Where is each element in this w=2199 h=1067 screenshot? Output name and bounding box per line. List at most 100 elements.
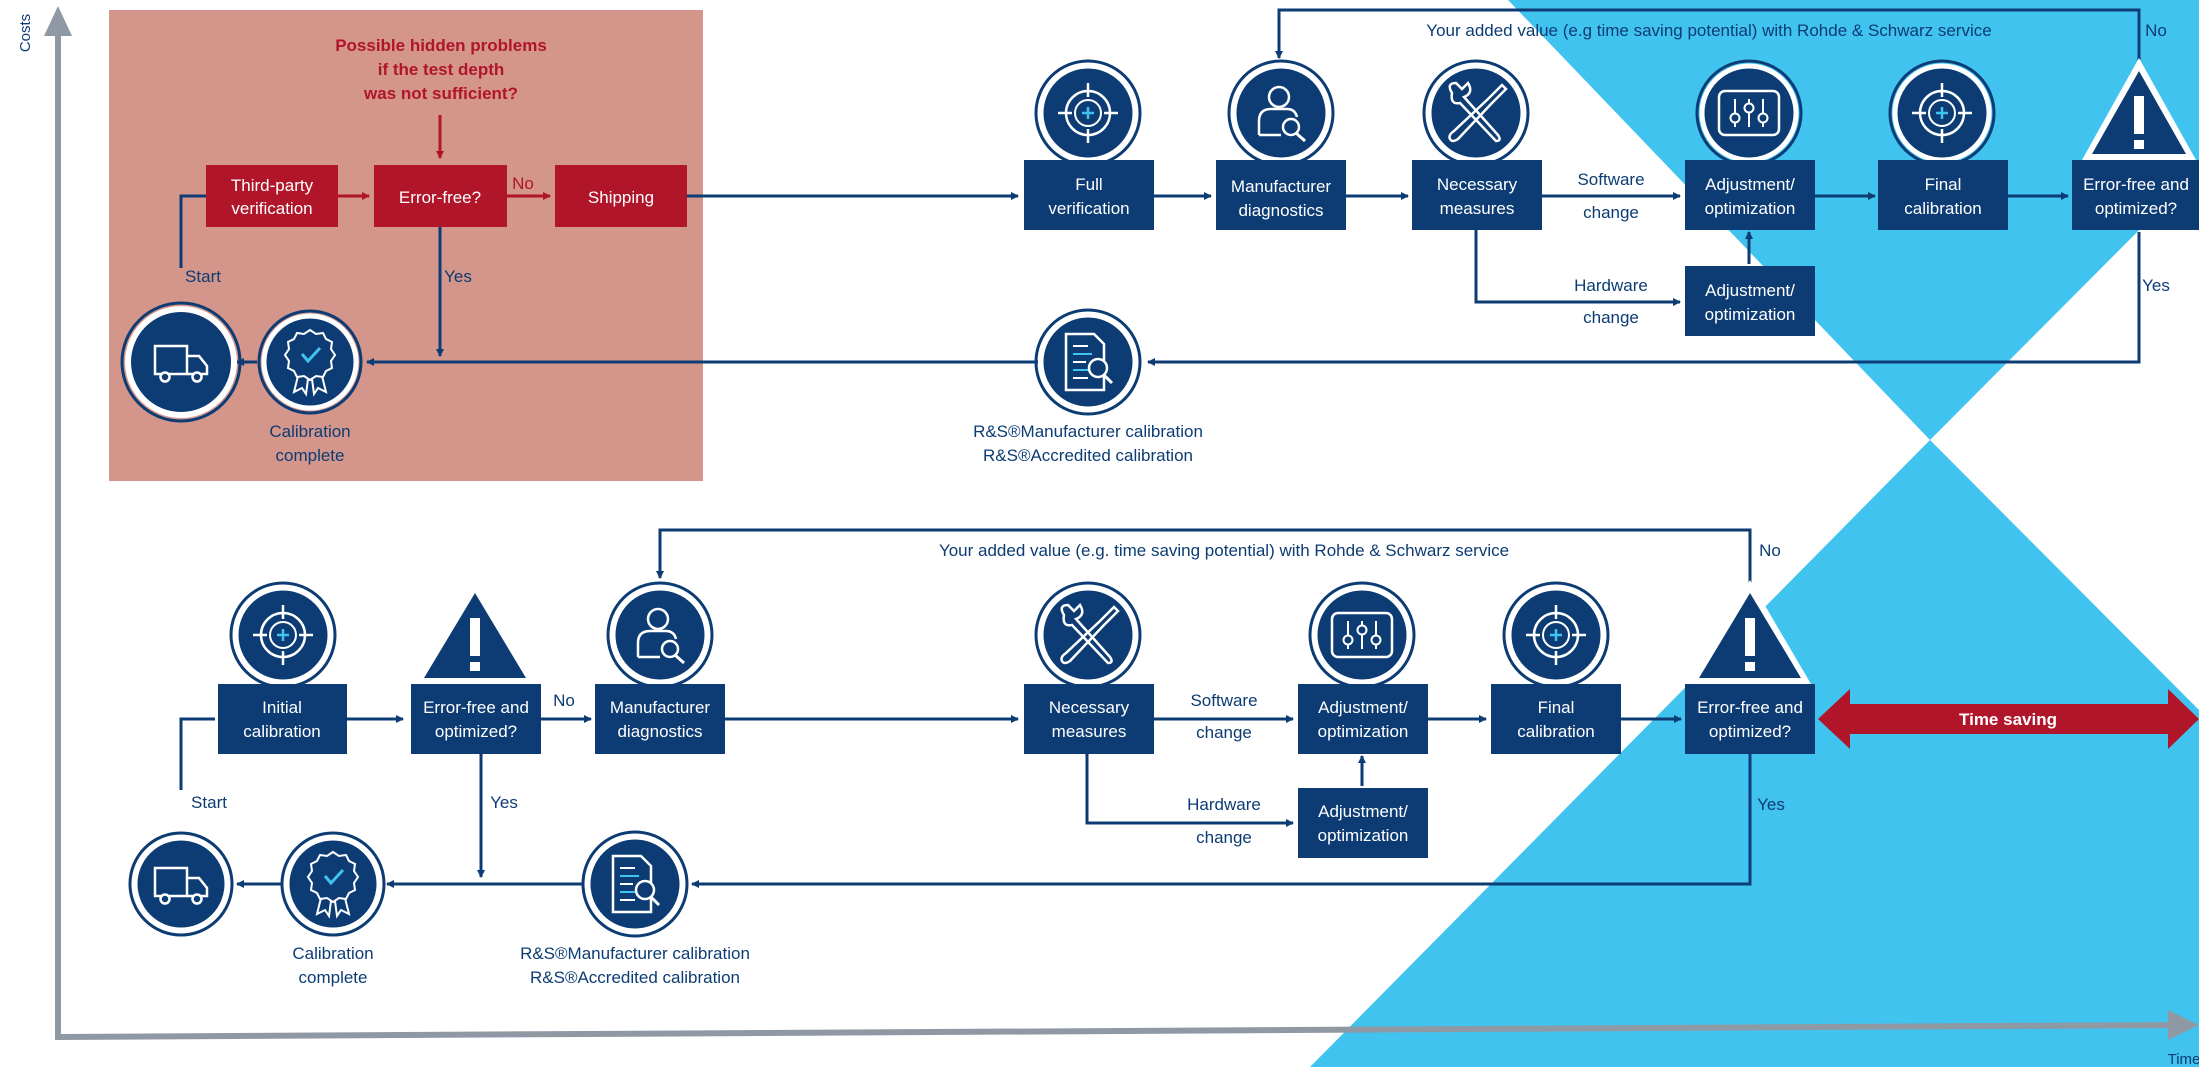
svg-text:Error-free?: Error-free? xyxy=(399,188,481,207)
top-loop-no-label: No xyxy=(2145,21,2167,40)
bottom-rs-calibration-label-2: R&S®Accredited calibration xyxy=(530,968,740,987)
top-software-change-label-2: change xyxy=(1583,203,1639,222)
svg-text:measures: measures xyxy=(1440,199,1515,218)
top-rs-calibration-icon-circle xyxy=(1034,308,1142,416)
svg-text:optimized?: optimized? xyxy=(2095,199,2177,218)
top-hardware-change-label-2: change xyxy=(1583,308,1639,327)
svg-text:Adjustment/: Adjustment/ xyxy=(1705,281,1795,300)
shipping-box: Shipping xyxy=(555,165,687,227)
bottom-calibration-complete-label-2: complete xyxy=(299,968,368,987)
svg-text:optimized?: optimized? xyxy=(435,722,517,741)
svg-text:calibration: calibration xyxy=(1904,199,1982,218)
svg-text:optimization: optimization xyxy=(1705,305,1796,324)
bottom-manufacturer-diagnostics-icon-circle xyxy=(606,581,714,689)
bottom-rs-calibration-label: R&S®Manufacturer calibration xyxy=(520,944,750,963)
bottom-manufacturer-diagnostics-box: Manufacturer diagnostics xyxy=(595,684,725,754)
svg-text:Shipping: Shipping xyxy=(588,188,654,207)
bottom-start-label: Start xyxy=(191,793,227,812)
x-axis-label: Time xyxy=(2168,1051,2199,1067)
bottom-hardware-change-label-2: change xyxy=(1196,828,1252,847)
bottom-error-free-optimized-box-1: Error-free and optimized? xyxy=(411,684,541,754)
svg-text:optimization: optimization xyxy=(1318,722,1409,741)
svg-text:optimization: optimization xyxy=(1705,199,1796,218)
initial-calibration-box: Initial calibration xyxy=(218,684,347,754)
top-adjustment-icon-circle xyxy=(1695,59,1803,167)
top-final-calibration-icon-circle xyxy=(1888,59,1996,167)
bottom-connectors xyxy=(179,528,1752,888)
top-necessary-measures-box: Necessary measures xyxy=(1412,160,1542,230)
bottom-necessary-measures-box: Necessary measures xyxy=(1024,684,1154,754)
top-calibration-complete-circle xyxy=(257,309,363,415)
top-error-free-optimized-box: Error-free and optimized? xyxy=(2072,160,2199,230)
svg-text:calibration: calibration xyxy=(243,722,321,741)
full-verification-box: Full verification xyxy=(1024,160,1154,230)
top-yes-label: Yes xyxy=(444,267,472,286)
bottom-loop-no-label: No xyxy=(1759,541,1781,560)
bottom-adjustment-box: Adjustment/ optimization xyxy=(1298,684,1428,754)
full-verification-icon-circle xyxy=(1034,59,1142,167)
bottom-software-change-label: Software xyxy=(1190,691,1257,710)
time-saving-chevron xyxy=(1310,0,2199,1067)
third-party-verification-box: Third-party verification xyxy=(206,165,338,227)
bottom-hardware-change-label: Hardware xyxy=(1187,795,1261,814)
svg-text:Final: Final xyxy=(1538,698,1575,717)
initial-calibration-icon-circle xyxy=(229,581,337,689)
top-software-change-label: Software xyxy=(1577,170,1644,189)
svg-text:optimized?: optimized? xyxy=(1709,722,1791,741)
svg-text:Manufacturer: Manufacturer xyxy=(610,698,710,717)
bottom-warning-icon-1 xyxy=(414,580,536,684)
time-saving-chevron-notch xyxy=(1930,170,2199,710)
svg-text:Possible hidden problems: Possible hidden problems xyxy=(335,36,547,55)
top-hardware-change-label: Hardware xyxy=(1574,276,1648,295)
svg-text:was not sufficient?: was not sufficient? xyxy=(363,84,518,103)
x-axis-arrow xyxy=(2168,1010,2199,1040)
red-connectors xyxy=(338,115,551,200)
bottom-final-calibration-box: Final calibration xyxy=(1491,684,1621,754)
bottom-final-calibration-icon-circle xyxy=(1502,581,1610,689)
y-axis-arrow xyxy=(44,6,72,36)
svg-text:verification: verification xyxy=(1048,199,1129,218)
bottom-calibration-complete-circle xyxy=(280,831,386,937)
svg-text:Error-free and: Error-free and xyxy=(423,698,529,717)
svg-text:measures: measures xyxy=(1052,722,1127,741)
bottom-loop-yes-label: Yes xyxy=(1757,795,1785,814)
bottom-software-change-label-2: change xyxy=(1196,723,1252,742)
top-rs-calibration-label-2: R&S®Accredited calibration xyxy=(983,446,1193,465)
top-manufacturer-diagnostics-icon-circle xyxy=(1227,59,1335,167)
top-adjustment-hardware-box: Adjustment/ optimization xyxy=(1685,266,1815,336)
error-free-box: Error-free? xyxy=(374,165,507,227)
top-warning-icon xyxy=(2082,58,2196,160)
bottom-rs-calibration-icon-circle xyxy=(581,830,689,938)
svg-text:Time saving: Time saving xyxy=(1959,710,2057,729)
svg-text:if the test depth: if the test depth xyxy=(378,60,505,79)
bottom-truck-circle xyxy=(128,831,234,937)
top-final-calibration-box: Final calibration xyxy=(1878,160,2008,230)
top-manufacturer-diagnostics-box: Manufacturer diagnostics xyxy=(1216,160,1346,230)
svg-text:verification: verification xyxy=(231,199,312,218)
bottom-no-label: No xyxy=(553,691,575,710)
svg-text:Necessary: Necessary xyxy=(1437,175,1518,194)
top-calibration-complete-label-2: complete xyxy=(276,446,345,465)
bottom-adjustment-icon-circle xyxy=(1308,581,1416,689)
top-calibration-complete-label: Calibration xyxy=(269,422,350,441)
top-rs-calibration-label: R&S®Manufacturer calibration xyxy=(973,422,1203,441)
top-no-label: No xyxy=(512,174,534,193)
bottom-necessary-measures-icon-circle xyxy=(1034,581,1142,689)
bottom-added-value-label: Your added value (e.g. time saving poten… xyxy=(939,541,1509,560)
bottom-warning-icon-2 xyxy=(1689,580,1811,684)
svg-text:Error-free and: Error-free and xyxy=(2083,175,2189,194)
svg-text:calibration: calibration xyxy=(1517,722,1595,741)
svg-text:optimization: optimization xyxy=(1318,826,1409,845)
svg-text:Adjustment/: Adjustment/ xyxy=(1318,802,1408,821)
bottom-error-free-optimized-box-2: Error-free and optimized? xyxy=(1685,684,1815,754)
top-connectors xyxy=(179,8,2141,366)
svg-text:Full: Full xyxy=(1075,175,1102,194)
svg-text:Third-party: Third-party xyxy=(231,176,314,195)
svg-text:Adjustment/: Adjustment/ xyxy=(1705,175,1795,194)
bottom-calibration-complete-label: Calibration xyxy=(292,944,373,963)
svg-text:Final: Final xyxy=(1925,175,1962,194)
top-start-label: Start xyxy=(185,267,221,286)
time-saving-arrow: Time saving xyxy=(1818,689,2199,749)
y-axis-label: Costs xyxy=(17,14,34,52)
